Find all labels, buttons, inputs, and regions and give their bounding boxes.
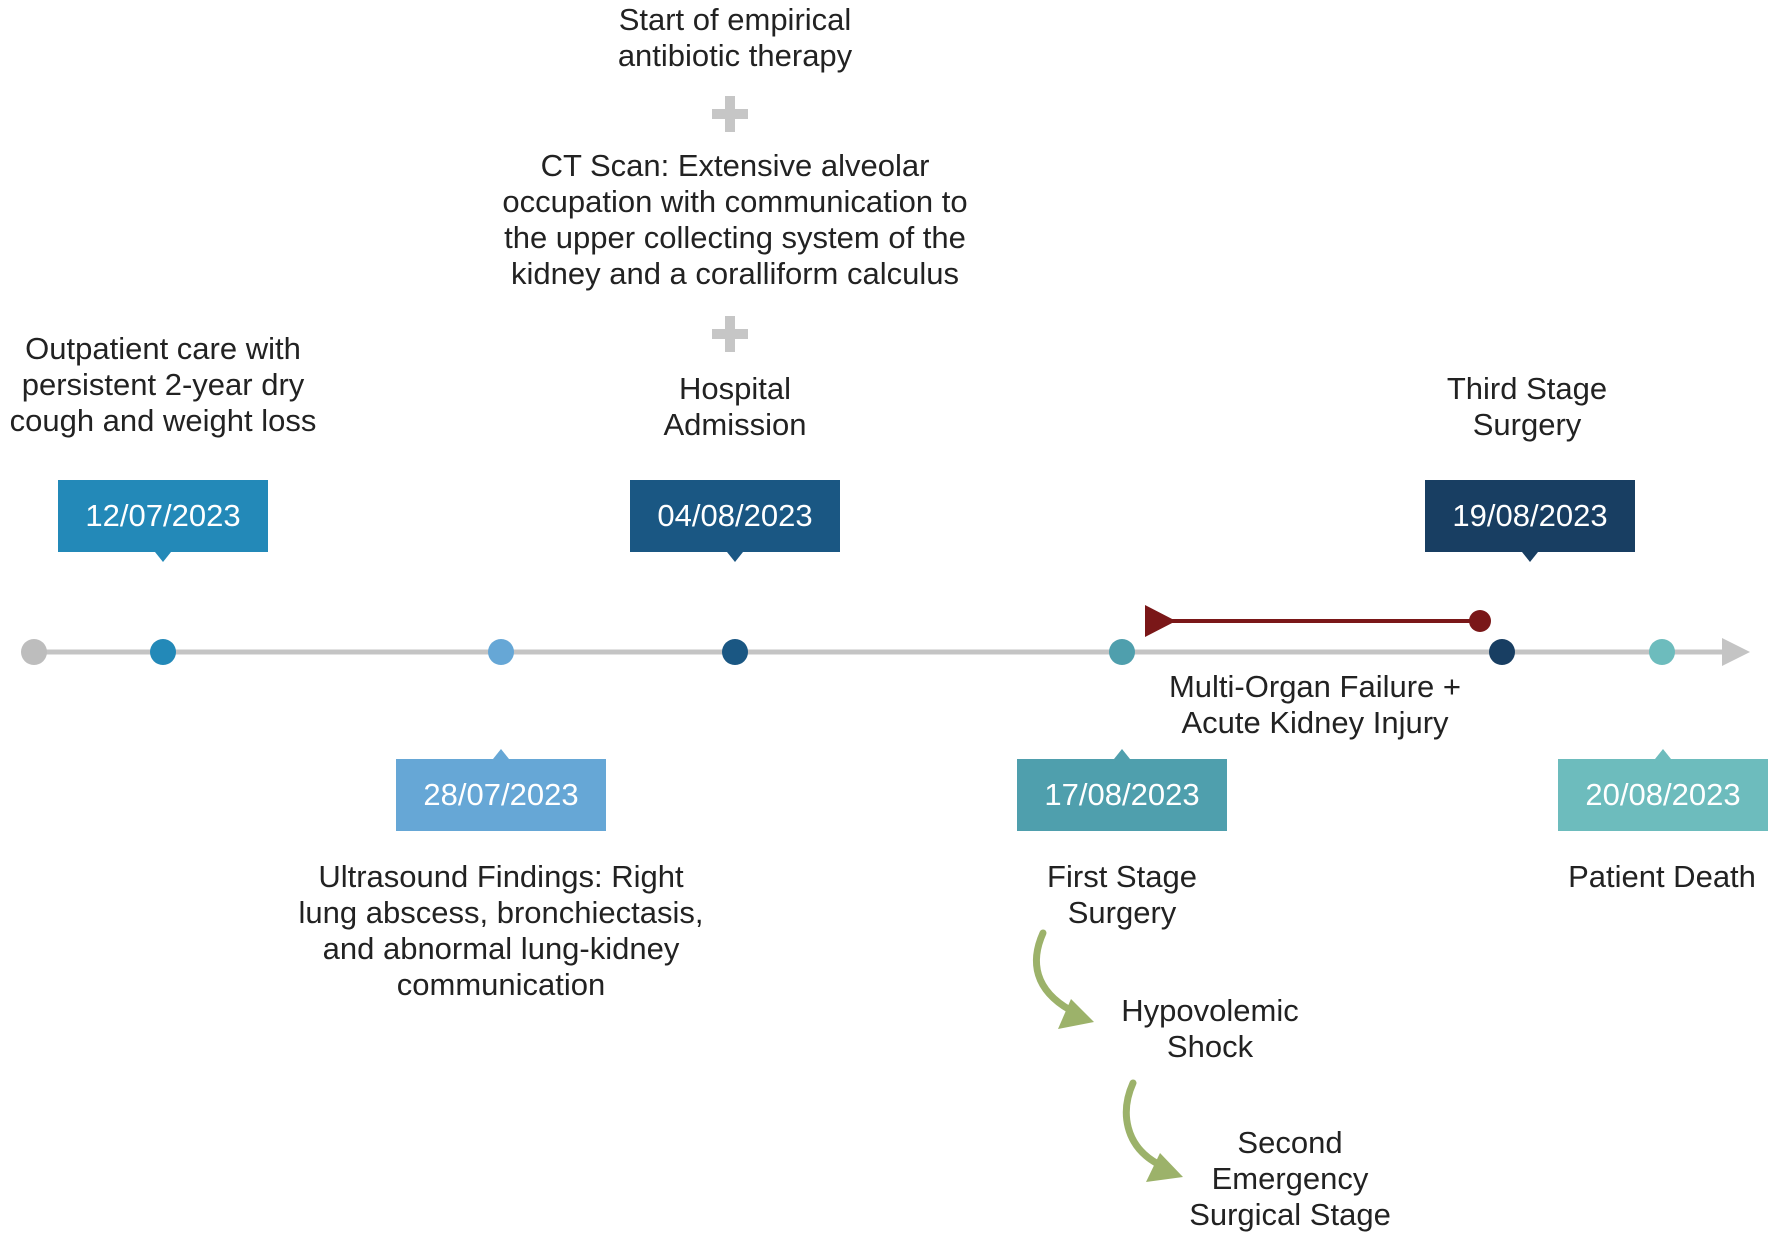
date-label: 17/08/2023 [1044,777,1200,812]
date-label: 12/07/2023 [85,498,241,533]
flow-arrowhead-icon [1146,1153,1183,1182]
event-text-1: Outpatient care with persistent 2-year d… [9,331,317,438]
pointer-icon [1522,552,1538,562]
event-text-3: Hospital Admission [663,371,807,442]
date-badge-3: 04/08/2023 [630,480,840,562]
date-badge-6: 20/08/2023 [1558,749,1768,831]
complication-end-dot [1469,610,1491,632]
pointer-icon [155,552,171,562]
event-dot-5 [1489,639,1515,665]
event-dot-3 [722,639,748,665]
date-label: 04/08/2023 [657,498,813,533]
pointer-icon [727,552,743,562]
timeline-arrowhead [1722,638,1750,666]
flow-arrow-1 [1033,929,1094,1029]
followup-text-1: Hypovolemic Shock [1121,993,1299,1064]
flow-arrowhead-icon [1058,999,1094,1029]
date-label: 20/08/2023 [1585,777,1741,812]
date-badge-2: 28/07/2023 [396,749,606,831]
event-text-2: Ultrasound Findings: Right lung abscess,… [298,859,704,1002]
date-badge-4: 17/08/2023 [1017,749,1227,831]
timeline-start-dot [21,639,47,665]
event-stack-text-2: CT Scan: Extensive alveolar occupation w… [502,148,968,291]
plus-icon [712,316,748,352]
followup-text-2: Second Emergency Surgical Stage [1189,1125,1391,1232]
flow-arrow-2 [1122,1079,1183,1182]
complication-arrow-icon [1145,605,1176,637]
event-text-5: Third Stage Surgery [1446,371,1608,442]
event-dot-4 [1109,639,1135,665]
event-text-4: First Stage Surgery [1047,859,1197,930]
complication-bar [1145,605,1491,637]
event-stack-text-1: Start of empirical antibiotic therapy [617,2,853,73]
event-dot-6 [1649,639,1675,665]
date-badge-5: 19/08/2023 [1425,480,1635,562]
date-label: 28/07/2023 [423,777,579,812]
date-label: 19/08/2023 [1452,498,1608,533]
pointer-icon [493,749,509,759]
event-text-6: Patient Death [1568,859,1756,894]
plus-icon [712,96,748,132]
pointer-icon [1114,749,1130,759]
complication-label: Multi-Organ Failure + Acute Kidney Injur… [1168,669,1462,740]
pointer-icon [1655,749,1671,759]
date-badge-1: 12/07/2023 [58,480,268,562]
event-dot-1 [150,639,176,665]
event-dot-2 [488,639,514,665]
